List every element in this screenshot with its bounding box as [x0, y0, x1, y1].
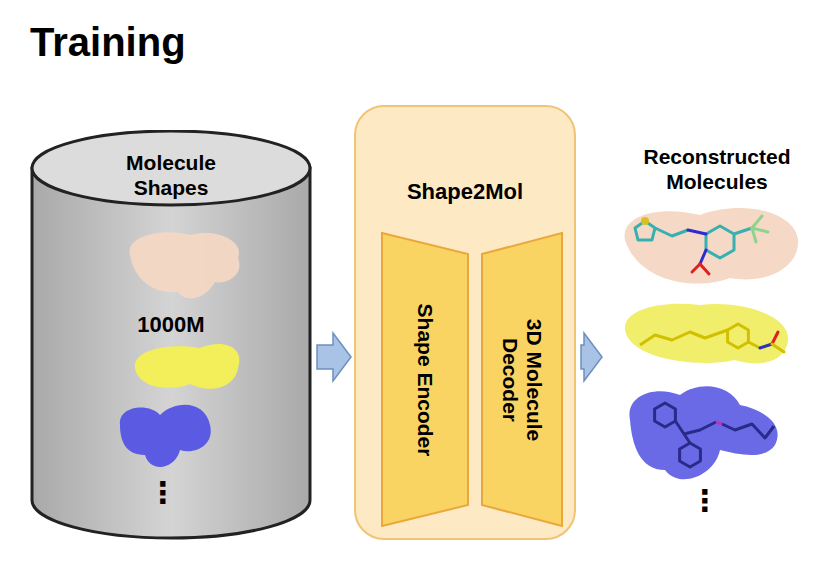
- molecule-sticks: [640, 324, 760, 348]
- cylinder-top: [32, 131, 310, 205]
- molecule-atoms: [760, 332, 784, 352]
- decoder-trapezoid: 3D Molecule Decoder: [481, 232, 563, 527]
- node-heading: Reconstructed Molecules: [605, 144, 829, 194]
- decoder-trapezoid-shape: [482, 233, 562, 526]
- molecule-atoms: [716, 422, 722, 424]
- shape-halo: [625, 304, 788, 364]
- molecule-atoms: [643, 216, 769, 274]
- shape-halo: [625, 208, 799, 283]
- node-heading: Shape Encoder: [413, 300, 437, 460]
- shape-halo: [629, 386, 777, 479]
- shape-blob: [120, 405, 211, 467]
- molecule-sticks: [635, 221, 752, 258]
- model-box: Shape2MolShape Encoder 3D Molecule Decode…: [354, 105, 576, 540]
- cylinder-body: [32, 168, 310, 538]
- encoder-trapezoid: Shape Encoder: [381, 232, 469, 527]
- block-arrow: [581, 333, 602, 381]
- shape-blob: [130, 232, 240, 298]
- node-heading: Molecule Shapes: [96, 150, 246, 200]
- ellipsis-label: ⋮: [690, 486, 720, 516]
- diagram-title: Training: [30, 20, 186, 65]
- node-text: 1000M: [106, 312, 236, 338]
- node-heading: Shape2Mol: [356, 179, 574, 205]
- shape-blob: [135, 344, 240, 389]
- encoder-trapezoid-shape: [382, 233, 468, 526]
- molecule-sticks: [655, 403, 774, 467]
- block-arrow: [317, 333, 351, 381]
- ellipsis-label: ⋮: [148, 478, 178, 508]
- node-heading: 3D Molecule Decoder: [498, 300, 546, 460]
